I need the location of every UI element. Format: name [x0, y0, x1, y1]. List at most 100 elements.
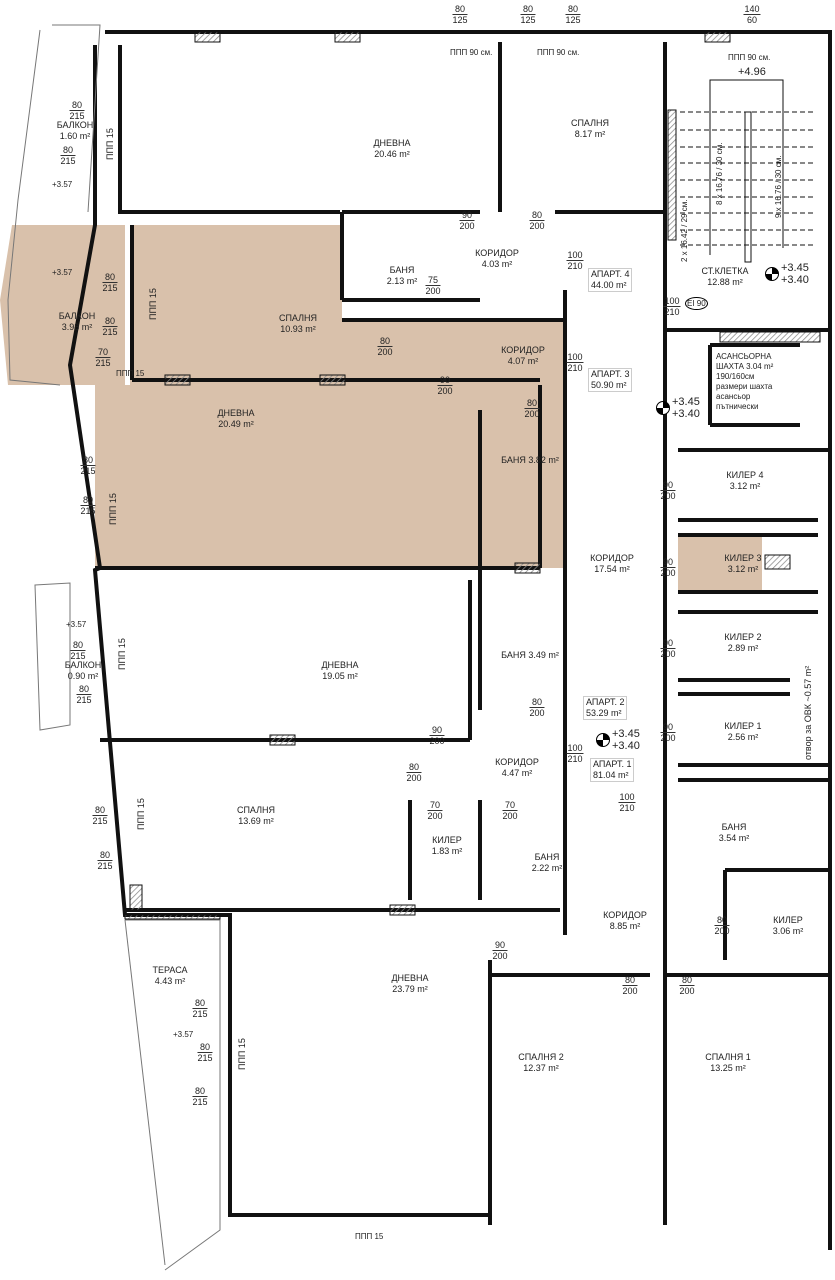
stair-top-level: +4.96 [738, 66, 766, 78]
sill-label: ППП 15 [108, 493, 118, 525]
balcony-level: +3.57 [52, 180, 73, 189]
sill-label: ППП 15 [105, 128, 115, 160]
sill-label: ППП 15 [237, 1038, 247, 1070]
balcony-railings [7, 24, 221, 1271]
sill-label: ППП 15 [136, 798, 146, 830]
stair-flight-label: 2 x 16.42 / 29 см. [680, 199, 689, 262]
level-marker: +3.45+3.40 [765, 262, 809, 286]
balcony-level: +3.57 [173, 1030, 194, 1039]
sill-label: ППП 90 см. [728, 53, 771, 62]
balcony-level: +3.57 [52, 268, 73, 277]
room-label: БАНЯ 3.49 m² [501, 650, 559, 660]
stair-flight-label: 9 x 16.76 / 30 см. [774, 155, 783, 218]
sill-label: ППП 90 см. [450, 48, 493, 57]
sill-label: ППП 15 [116, 369, 145, 378]
apartment-3-highlight [0, 225, 762, 590]
fire-door-rating: EI 90 [685, 297, 708, 310]
sill-label: ППП 15 [117, 638, 127, 670]
sill-label: ППП 90 см. [537, 48, 580, 57]
sill-label: ППП 15 [148, 288, 158, 320]
stairs [667, 79, 815, 263]
level-marker: +3.45+3.40 [596, 728, 640, 752]
wall-lines [67, 30, 832, 1250]
room-label: БАНЯ 3.82 m² [501, 455, 559, 465]
balcony-level: +3.57 [66, 620, 87, 629]
level-marker: +3.45+3.40 [656, 396, 700, 420]
